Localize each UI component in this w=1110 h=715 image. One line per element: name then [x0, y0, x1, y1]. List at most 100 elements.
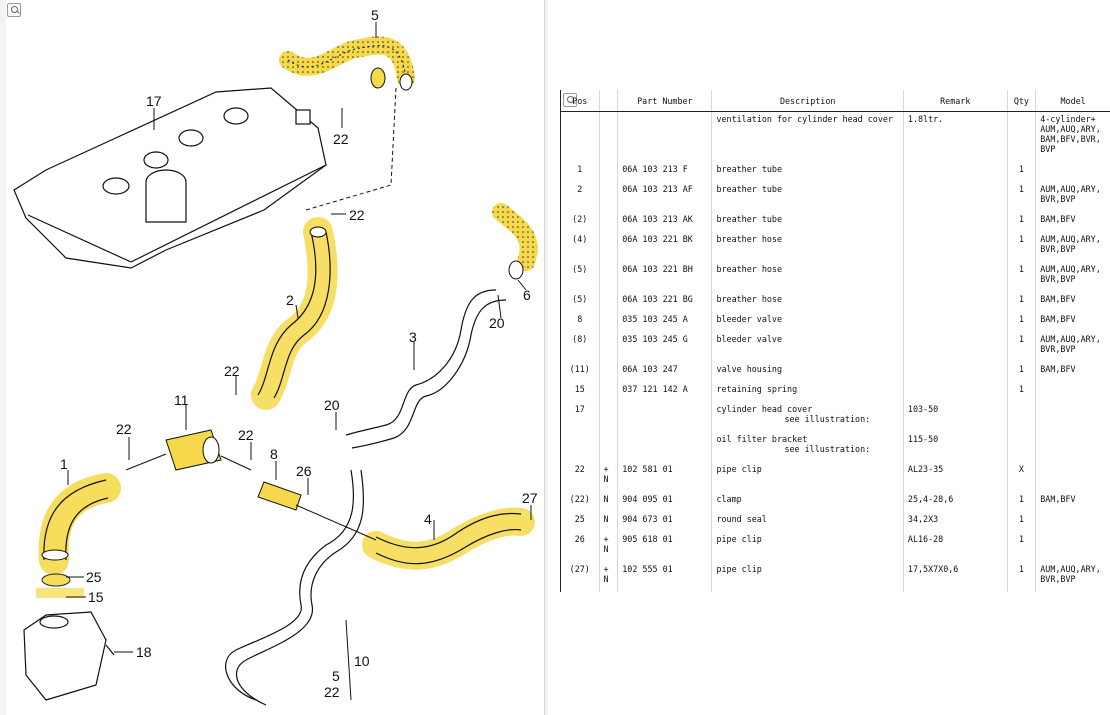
pos-cell: 1 — [560, 162, 599, 182]
col-n — [598, 90, 618, 112]
pos-cell: (8) — [560, 332, 599, 362]
col-pos: Pos — [560, 90, 599, 112]
remark-cell — [902, 212, 1008, 232]
model-cell: AUM,AUQ,ARY, BVR,BVP — [1035, 562, 1110, 592]
part-number-cell: 06A 103 213 F — [617, 162, 712, 182]
description-text: cylinder head cover — [716, 404, 813, 414]
pos-cell: 17 — [560, 402, 599, 432]
qty-cell: X — [1006, 462, 1036, 492]
model-cell: 4-cylinder+ AUM,AUQ,ARY, BAM,BFV,BVR, BV… — [1035, 111, 1110, 162]
description-cell: breather hose — [711, 262, 904, 292]
note-cell — [598, 111, 618, 162]
callout: 26 — [296, 463, 312, 479]
qty-cell: 1 — [1006, 562, 1036, 592]
part-number-cell: 06A 103 221 BH — [617, 262, 712, 292]
pos-cell: 22 — [560, 462, 599, 492]
description-text: oil filter bracket — [716, 434, 808, 444]
note-cell — [598, 362, 618, 382]
col-remark: Remark — [902, 90, 1008, 112]
qty-cell: 1 — [1006, 212, 1036, 232]
table-header-row: Pos Part Number Description Remark Qty M… — [560, 90, 1110, 112]
col-description: Description — [711, 90, 904, 112]
model-cell: AUM,AUQ,ARY, BVR,BVP — [1035, 262, 1110, 292]
cylinder-head-cover — [13, 87, 327, 269]
pos-cell: (4) — [560, 232, 599, 262]
note-cell — [598, 262, 618, 292]
pos-cell: 26 — [560, 532, 599, 562]
callout: 20 — [489, 315, 505, 331]
callout: 25 — [86, 569, 102, 585]
part-number-cell: 06A 103 247 — [617, 362, 712, 382]
pos-cell: (5) — [560, 262, 599, 292]
remark-cell — [902, 182, 1008, 212]
qty-cell: 1 — [1006, 362, 1036, 382]
zoom-icon[interactable] — [7, 3, 21, 17]
note-cell: N — [598, 512, 618, 532]
pos-cell — [560, 432, 599, 462]
part-number-cell: 06A 103 221 BG — [617, 292, 712, 312]
note-cell: + N — [598, 562, 618, 592]
description-text: clamp — [716, 494, 742, 504]
model-cell: AUM,AUQ,ARY, BVR,BVP — [1035, 182, 1110, 212]
model-cell — [1035, 402, 1110, 432]
note-cell — [598, 432, 618, 462]
remark-cell — [902, 362, 1008, 382]
qty-cell: 1 — [1006, 312, 1036, 332]
description-text: breather tube — [716, 214, 783, 224]
parts-table: Pos Part Number Description Remark Qty M… — [560, 90, 1110, 592]
model-cell — [1035, 382, 1110, 402]
description-cell: breather hose — [711, 292, 904, 312]
part-number-cell: 102 581 01 — [617, 462, 712, 492]
callout: 27 — [522, 490, 538, 506]
description-text: breather hose — [716, 234, 783, 244]
remark-cell — [902, 292, 1008, 312]
callout: 17 — [146, 93, 162, 109]
pos-cell: 2 — [560, 182, 599, 212]
description-cell: round seal — [711, 512, 904, 532]
callout: 10 — [354, 653, 370, 669]
description-cell: pipe clip — [711, 562, 904, 592]
callout: 6 — [523, 287, 531, 303]
remark-cell: 103-50 — [902, 402, 1008, 432]
callout: 22 — [238, 427, 254, 443]
remark-cell: 34,2X3 — [902, 512, 1008, 532]
remark-cell: AL23-35 — [902, 462, 1008, 492]
qty-cell: 1 — [1006, 232, 1036, 262]
qty-cell: 1 — [1006, 382, 1036, 402]
callout: 22 — [349, 207, 365, 223]
callout: 22 — [224, 363, 240, 379]
exploded-parts-diagram: 5 17 22 22 6 20 2 3 22 11 20 22 22 8 26 … — [13, 7, 538, 706]
description-subtext: see illustration: — [784, 414, 871, 424]
pos-cell: (11) — [560, 362, 599, 382]
note-cell — [598, 292, 618, 312]
note-cell — [598, 212, 618, 232]
model-cell — [1035, 432, 1110, 462]
col-model: Model — [1035, 90, 1110, 112]
remark-cell: 115-50 — [902, 432, 1008, 462]
description-text: breather hose — [716, 264, 783, 274]
model-cell — [1035, 512, 1110, 532]
part-number-cell: 102 555 01 — [617, 562, 712, 592]
parts-table-panel: Pos Part Number Description Remark Qty M… — [548, 0, 1110, 715]
callout-labels: 5 17 22 22 6 20 2 3 22 11 20 22 22 8 26 … — [60, 7, 538, 700]
description-cell: retaining spring — [711, 382, 904, 402]
remark-cell — [902, 262, 1008, 292]
